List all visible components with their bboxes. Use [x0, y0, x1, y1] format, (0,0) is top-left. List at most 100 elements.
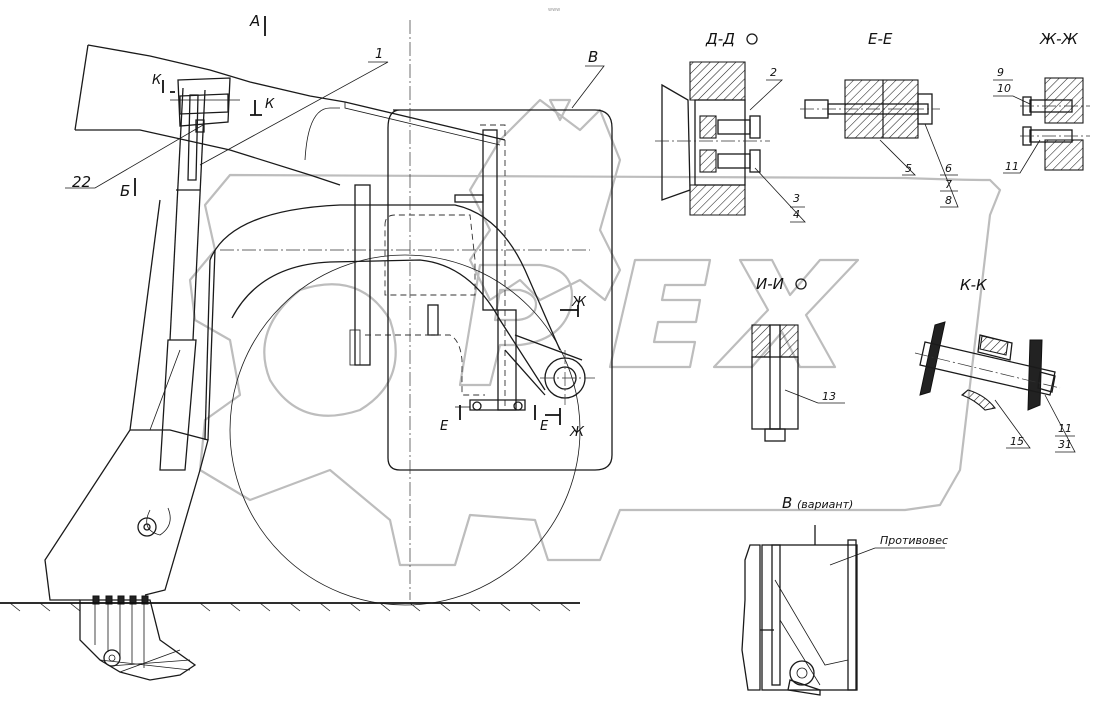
linkage-bolt-left [472, 401, 482, 411]
counterweight-brace [774, 579, 849, 686]
view-v-frame [387, 109, 613, 471]
cut-label-zh-bottom: Ж [569, 425, 585, 440]
cut-label-k-left: К [152, 73, 162, 88]
wheel-outline [229, 254, 581, 606]
view-v-leader [571, 65, 605, 109]
top-bracket [177, 77, 231, 127]
callout-7: 7 [945, 178, 952, 191]
shank-right [130, 429, 209, 596]
section-d-d-body [694, 99, 746, 186]
counterweight-back-plate [847, 539, 857, 691]
section-zh-zh: Ж-Ж 9 10 11 [993, 30, 1090, 174]
view-v-variant: В (вариант) Противовес [741, 494, 948, 696]
top-mark: www [548, 7, 560, 13]
callout-31: 31 [1058, 438, 1072, 451]
callout-6-8-leader [924, 123, 959, 208]
watermark-label: www [548, 7, 560, 13]
callout-3-4-leader [754, 167, 806, 223]
top-bracket-pin [179, 93, 229, 115]
dashed-link [365, 334, 485, 396]
shank-arm-right [207, 249, 216, 441]
view-v-variant-label: В [782, 494, 792, 512]
cylinder-rod-top [187, 94, 199, 181]
view-label-b: Б [120, 182, 130, 200]
section-i-i-body [751, 356, 799, 430]
view-v-variant-note: (вариант) [797, 498, 853, 511]
callout-10: 10 [997, 82, 1011, 95]
callout-counterweight: Противовес [880, 534, 948, 547]
counterweight-plate [771, 544, 781, 686]
pivot-link-upper [514, 334, 583, 361]
counterweight-box [761, 544, 858, 691]
callout-1-leader [199, 61, 389, 166]
mount-plate [354, 184, 371, 366]
section-title-i-i: И-И [756, 275, 784, 293]
section-d-d-rotate-icon [746, 33, 758, 45]
counterweight-pivot-pin [796, 667, 808, 679]
small-block [427, 304, 439, 336]
cut-mark-k: К К [152, 73, 275, 116]
callout-2: 2 [770, 66, 777, 79]
arm-down [204, 259, 211, 441]
shank-inner [149, 349, 181, 431]
cut-label-e-left: Е [440, 419, 449, 434]
rear-plate [482, 129, 498, 311]
section-d-d: Д-Д 2 3 4 [655, 30, 806, 223]
cut-label-e-right: Е [540, 419, 549, 434]
callout-counterweight-leader [829, 547, 945, 566]
section-d-d-flange [661, 83, 691, 201]
callout-3: 3 [793, 192, 800, 205]
mount-plate-foot [349, 329, 361, 366]
section-title-zh-zh: Ж-Ж [1039, 30, 1079, 48]
rod-eye [146, 507, 171, 536]
section-k-k-axis [914, 352, 1061, 389]
section-k-k: К-К 15 11 31 [914, 276, 1076, 453]
callout-11-zh: 11 [1005, 160, 1019, 173]
callout-11-31-leader [1044, 394, 1076, 453]
cylinder-left [169, 87, 184, 341]
ground-line [0, 602, 580, 612]
pivot-link-lower [504, 349, 546, 396]
section-k-k-pin [919, 341, 1056, 396]
counterweight-side [741, 544, 761, 691]
rod-pin [137, 517, 157, 537]
dashed-block [384, 214, 476, 296]
callout-4: 4 [793, 208, 800, 221]
linkage-foot [469, 399, 526, 411]
shank-arm-left [129, 199, 161, 431]
ripper-teeth [79, 595, 197, 681]
rear-plate-clip [454, 194, 484, 203]
callout-8: 8 [945, 194, 952, 207]
section-e-e: Е-Е 5 6 7 8 [800, 30, 959, 208]
rod-pin-center [143, 523, 151, 531]
arm-outer [209, 204, 561, 351]
callout-13-leader [784, 389, 845, 404]
callout-22: 22 [72, 173, 91, 191]
callout-15-leader [994, 399, 1031, 449]
callout-22-leader [65, 124, 204, 189]
beam-rail [344, 102, 501, 146]
section-title-d-d: Д-Д [705, 30, 735, 48]
beam-left-edge [74, 44, 89, 131]
shank-left [44, 429, 131, 601]
counterweight-foot [787, 679, 821, 696]
callout-13: 13 [822, 390, 836, 403]
watermark-gear [188, 98, 1002, 567]
main-view: К К Ж Ж Е Е А Б В 1 22 [0, 12, 613, 681]
counterweight-pivot [789, 660, 815, 686]
linkage-bolt-right [513, 401, 523, 411]
section-title-k-k: К-К [960, 276, 988, 294]
callout-1: 1 [375, 47, 383, 62]
beam-top [87, 44, 506, 141]
cut-label-k-right: К [265, 97, 275, 112]
view-label-v: В [588, 48, 598, 66]
callout-9-10-leader [993, 79, 1031, 105]
section-i-i-nut [764, 428, 786, 442]
section-d-d-nut-lower [749, 149, 761, 173]
callout-2-leader [749, 79, 784, 111]
callout-6: 6 [945, 162, 952, 175]
callout-5-leader [879, 139, 916, 176]
callout-15: 15 [1010, 435, 1024, 448]
callout-9: 9 [997, 66, 1004, 79]
